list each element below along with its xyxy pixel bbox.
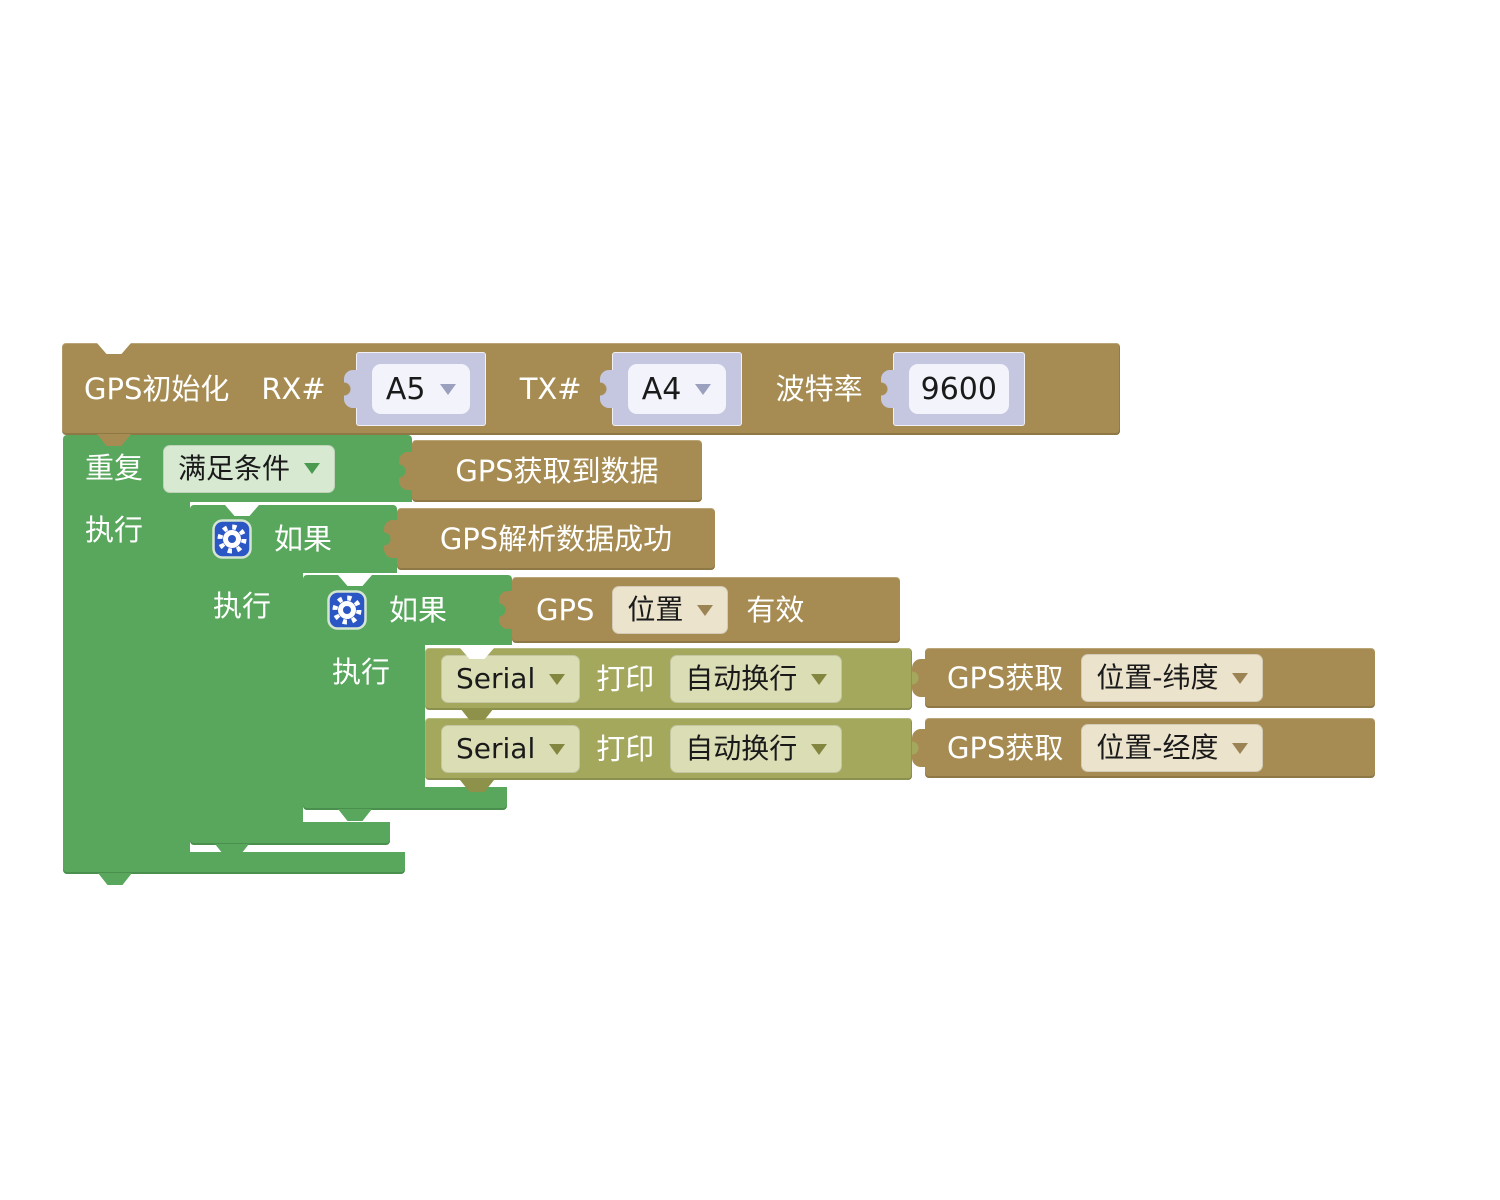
serial-port-value: Serial	[456, 662, 536, 695]
tx-pin-dropdown[interactable]: A4	[627, 364, 726, 414]
gps-prefix-label: GPS	[536, 592, 595, 627]
top-notch	[97, 343, 131, 354]
bottom-connector	[460, 708, 494, 720]
chevron-down-icon	[549, 743, 566, 755]
repeat-mode-dropdown[interactable]: 满足条件	[163, 444, 336, 493]
tx-pin-value: A4	[641, 371, 682, 407]
rx-label: RX#	[261, 371, 326, 406]
serial-port-dropdown[interactable]: Serial	[441, 725, 581, 773]
if1-do-label: 执行	[213, 589, 272, 623]
baud-label: 波特率	[775, 371, 863, 406]
tx-pin-block[interactable]: A4	[599, 352, 742, 426]
baud-number-block[interactable]: 9600	[880, 352, 1025, 426]
output-connector	[343, 370, 358, 408]
newline-value: 自动换行	[685, 662, 798, 695]
block-repeat-while[interactable]: 重复 满足条件	[63, 435, 412, 502]
newline-value: 自动换行	[685, 732, 798, 765]
block-if-2[interactable]: 如果	[303, 575, 512, 645]
chevron-down-icon	[549, 673, 566, 685]
block-gps-parse-ok[interactable]: GPS解析数据成功	[384, 508, 715, 570]
repeat-label: 重复	[85, 451, 144, 485]
chevron-down-icon	[1232, 672, 1249, 684]
valid-label: 有效	[746, 592, 805, 627]
baud-value: 9600	[920, 371, 997, 407]
if2-bottom-bar[interactable]	[303, 787, 507, 810]
block-if-1[interactable]: 如果	[190, 505, 397, 573]
chevron-down-icon	[811, 673, 828, 685]
gps-get-field-value: 位置-纬度	[1096, 661, 1219, 694]
gps-parse-ok-label: GPS解析数据成功	[439, 521, 673, 556]
top-notch	[338, 575, 372, 586]
chevron-down-icon	[811, 743, 828, 755]
repeat-left-wall[interactable]	[63, 502, 190, 852]
gps-field-dropdown[interactable]: 位置	[612, 586, 729, 634]
repeat-do-label: 执行	[85, 513, 144, 547]
bottom-connector	[97, 434, 131, 446]
output-connector	[880, 370, 895, 408]
newline-dropdown[interactable]: 自动换行	[670, 725, 843, 773]
if1-next-connector	[215, 844, 249, 856]
rx-pin-block[interactable]: A5	[343, 352, 486, 426]
output-connector	[599, 370, 614, 408]
serial-port-value: Serial	[456, 732, 536, 765]
rx-pin-dropdown[interactable]: A5	[371, 364, 470, 414]
gps-get-label: GPS获取	[947, 660, 1064, 695]
block-gps-get-longitude[interactable]: GPS获取 位置-经度	[912, 718, 1375, 778]
output-connector	[384, 520, 398, 558]
gps-field-value: 位置	[627, 593, 684, 626]
chevron-down-icon	[697, 604, 714, 616]
print-label: 打印	[596, 731, 655, 766]
repeat-mode-value: 满足条件	[178, 451, 291, 485]
print-label: 打印	[596, 661, 655, 696]
repeat-bottom-bar[interactable]	[63, 852, 405, 874]
block-gps-position-valid[interactable]: GPS 位置 有效	[499, 577, 900, 643]
output-connector	[912, 729, 926, 767]
baud-number-input[interactable]: 9600	[908, 364, 1009, 414]
chevron-down-icon	[695, 383, 712, 395]
repeat-next-connector	[98, 873, 132, 885]
gps-get-label: GPS获取	[947, 730, 1064, 765]
if2-left-wall[interactable]	[303, 645, 425, 787]
if1-bottom-bar[interactable]	[190, 822, 390, 845]
serial-port-dropdown[interactable]: Serial	[441, 655, 581, 703]
if2-do-label: 执行	[332, 655, 391, 689]
chevron-down-icon	[439, 383, 456, 395]
gps-has-data-label: GPS获取到数据	[455, 453, 659, 488]
gps-get-field-dropdown[interactable]: 位置-经度	[1081, 724, 1264, 772]
mutator-gear-icon[interactable]	[212, 519, 252, 559]
block-serial-print-2[interactable]: Serial 打印 自动换行	[425, 718, 912, 792]
gps-get-field-dropdown[interactable]: 位置-纬度	[1081, 654, 1264, 702]
if1-label: 如果	[274, 521, 333, 556]
block-serial-print-1[interactable]: Serial 打印 自动换行	[425, 648, 912, 720]
tx-label: TX#	[519, 371, 582, 406]
init-label: GPS初始化	[84, 371, 230, 406]
block-gps-has-data[interactable]: GPS获取到数据	[399, 440, 702, 502]
gps-get-field-value: 位置-经度	[1096, 731, 1219, 764]
chevron-down-icon	[1232, 742, 1249, 754]
top-notch	[460, 648, 494, 659]
if2-next-connector	[338, 809, 372, 821]
output-connector	[499, 591, 513, 629]
bottom-connector	[460, 780, 494, 792]
mutator-gear-icon[interactable]	[327, 590, 367, 630]
block-gps-get-latitude[interactable]: GPS获取 位置-纬度	[912, 648, 1375, 708]
newline-dropdown[interactable]: 自动换行	[670, 655, 843, 703]
output-connector	[399, 452, 413, 490]
output-connector	[912, 659, 926, 697]
rx-pin-value: A5	[385, 371, 426, 407]
chevron-down-icon	[304, 463, 321, 474]
if2-label: 如果	[389, 592, 448, 627]
if1-left-wall[interactable]	[190, 573, 303, 822]
block-gps-init[interactable]: GPS初始化 RX# A5 TX# A4 波特率 9600	[62, 343, 1120, 446]
top-notch	[225, 505, 259, 516]
